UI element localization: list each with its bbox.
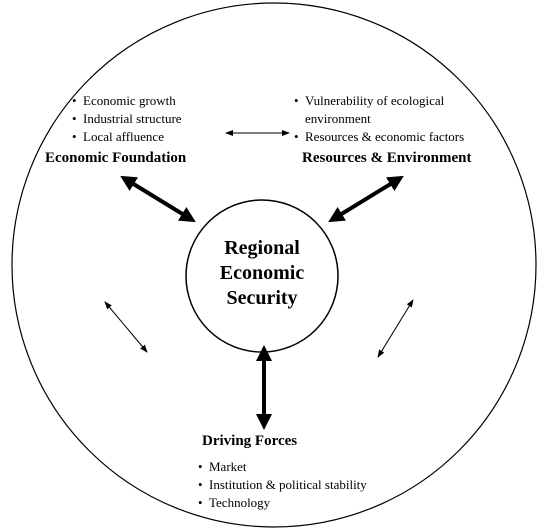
resources-environment-heading: Resources & Environment [302, 150, 472, 166]
economic-foundation-heading: Economic Foundation [45, 150, 187, 166]
list-item: Economic growth [72, 92, 182, 110]
economic-foundation-block: Economic growth Industrial structure Loc… [72, 92, 182, 146]
resources-environment-block: Vulnerability of ecological environment … [294, 92, 464, 146]
economic-foundation-list: Economic growth Industrial structure Loc… [72, 92, 182, 146]
arrow-center-to-economic-foundation [120, 175, 196, 223]
center-label-line: Security [226, 287, 298, 309]
driving-forces-list: Market Institution & political stability… [198, 458, 367, 512]
arrow-foundation-driving [104, 301, 148, 353]
list-item: Local affluence [72, 128, 182, 146]
driving-forces-block: Market Institution & political stability… [198, 458, 367, 512]
center-label-line: Regional [224, 237, 300, 259]
arrow-resources-driving [377, 299, 414, 358]
list-item-continuation: environment [305, 111, 371, 126]
list-item: Market [198, 458, 367, 476]
center-label-line: Economic [219, 262, 305, 284]
resources-environment-list: Vulnerability of ecological environment … [294, 92, 464, 146]
list-item: Institution & political stability [198, 476, 367, 494]
center-label: Regional Economic Security [188, 236, 336, 311]
list-item: Technology [198, 494, 367, 512]
list-item: Resources & economic factors [294, 128, 464, 146]
arrow-center-to-resources-environment [328, 175, 404, 223]
list-item: Vulnerability of ecological [294, 92, 464, 110]
list-item: Industrial structure [72, 110, 182, 128]
driving-forces-heading: Driving Forces [202, 433, 298, 449]
outer-circle [11, 2, 537, 528]
